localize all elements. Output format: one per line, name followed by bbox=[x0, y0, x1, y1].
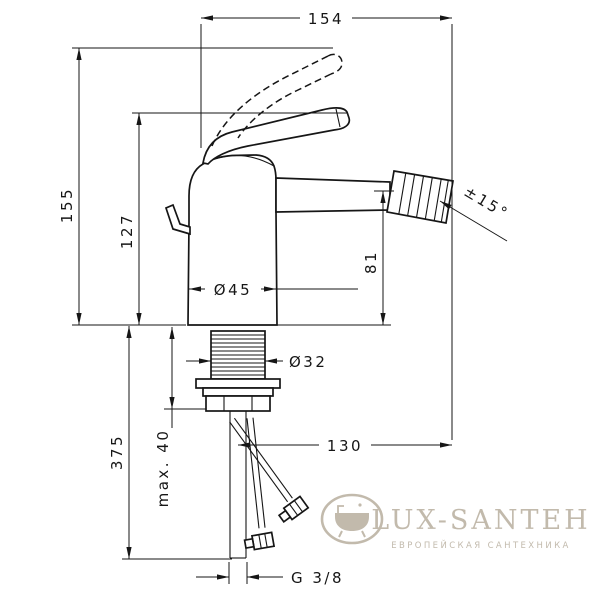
popup-rod-lever bbox=[164, 203, 191, 236]
aerator bbox=[386, 170, 454, 224]
watermark-brand: LUX-SANTEH bbox=[371, 505, 590, 536]
spout-arm bbox=[275, 177, 391, 213]
hose-b bbox=[243, 417, 276, 551]
dim-spout-reach-label: 130 bbox=[327, 437, 363, 455]
faucet-body bbox=[187, 154, 278, 326]
dim-height-closed: 127 bbox=[118, 112, 347, 325]
dim-outlet-height: 81 bbox=[277, 190, 394, 326]
watermark: LUX-SANTEH ЕВРОПЕЙСКАЯ САНТЕХНИКА bbox=[320, 493, 590, 551]
dim-connection-thread: G 3/8 bbox=[196, 562, 344, 587]
handle-closed bbox=[202, 107, 351, 167]
connection-pipe bbox=[229, 411, 247, 559]
thread-hatching bbox=[211, 334, 265, 376]
dim-hose-length-label: 375 bbox=[108, 434, 126, 470]
dim-connection-thread-label: G 3/8 bbox=[291, 569, 344, 587]
watermark-tagline: ЕВРОПЕЙСКАЯ САНТЕХНИКА bbox=[391, 539, 570, 551]
hose-a-fitting bbox=[277, 495, 310, 524]
mounting-hardware bbox=[195, 378, 281, 412]
supply-hoses bbox=[229, 417, 310, 551]
threaded-shaft bbox=[210, 330, 266, 380]
watermark-bathtub-logo bbox=[320, 493, 384, 545]
dim-spout-reach: 130 bbox=[238, 437, 452, 455]
dim-base-diameter-label: Ø45 bbox=[214, 281, 252, 299]
dim-height-open-label: 155 bbox=[58, 187, 76, 223]
hose-b-fitting bbox=[243, 531, 276, 551]
dim-height-open: 155 bbox=[58, 47, 333, 326]
dim-hose-length: 375 bbox=[108, 326, 232, 560]
dim-max-thickness-label: max. 40 bbox=[154, 429, 172, 508]
dim-outlet-height-label: 81 bbox=[362, 250, 380, 274]
dim-hole-diameter-label: Ø32 bbox=[289, 353, 327, 371]
dim-hole-diameter: Ø32 bbox=[186, 353, 327, 371]
dim-spout-width-label: 154 bbox=[308, 10, 344, 28]
dim-max-thickness: max. 40 bbox=[154, 327, 206, 507]
dim-spray-angle-label: ±15° bbox=[461, 182, 512, 223]
dim-height-closed-label: 127 bbox=[118, 213, 136, 249]
dim-spout-width: 154 bbox=[200, 9, 453, 440]
dim-base-diameter: Ø45 bbox=[189, 281, 358, 299]
faucet-drawing bbox=[164, 53, 454, 559]
hose-a bbox=[229, 417, 310, 524]
handle-open-dashed bbox=[211, 53, 343, 147]
